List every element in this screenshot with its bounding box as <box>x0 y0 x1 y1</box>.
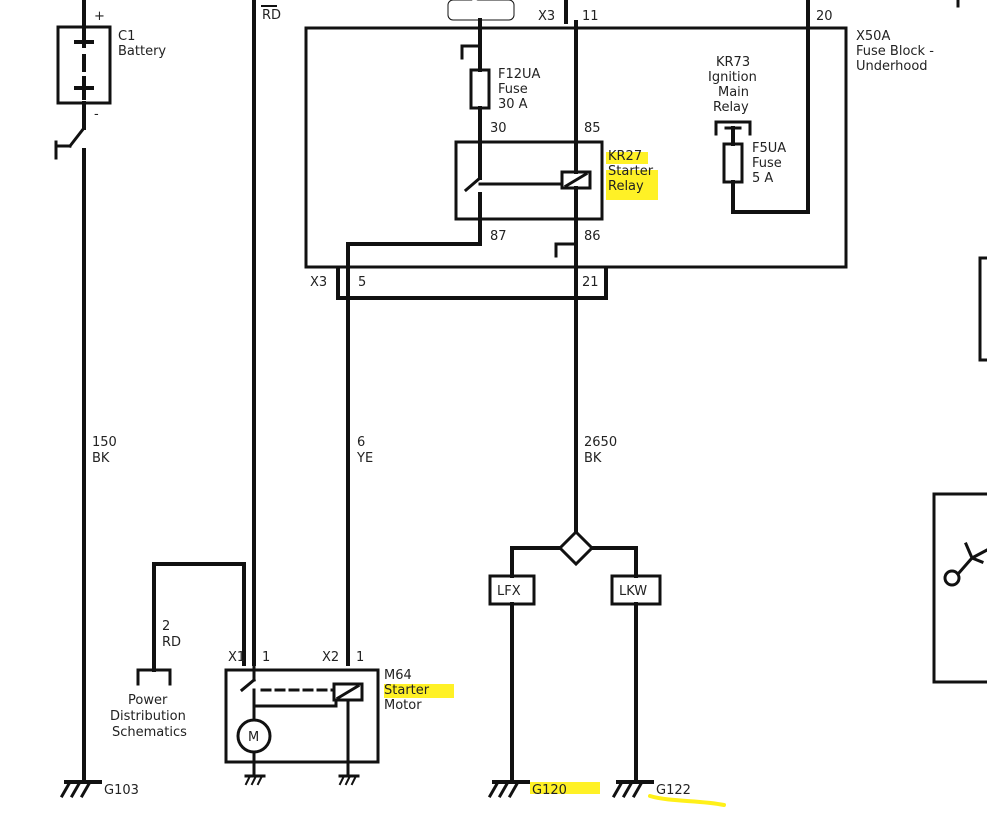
wire-2-rd <box>152 562 246 672</box>
fuse-f5-rating: 5 A <box>752 171 773 186</box>
relay-pin-30: 30 <box>490 121 507 136</box>
fuse-f5ua <box>722 142 744 184</box>
relay-kr73-line1: Ignition <box>708 70 757 85</box>
wire-6-color: YE <box>356 451 373 466</box>
highlight-starter <box>384 684 454 698</box>
relay-kr73-terminal <box>714 120 752 136</box>
fuse-block-pin-5: 5 <box>358 275 366 290</box>
fuse-f12-type: Fuse <box>498 82 528 97</box>
motor-label: M <box>248 730 259 745</box>
fuse-f5-type: Fuse <box>752 156 782 171</box>
fuse-block-name-2: Underhood <box>856 59 928 74</box>
starter-pin-x2: 1 <box>356 650 364 665</box>
starter-name-2: Motor <box>384 698 422 713</box>
relay-kr73-line3: Relay <box>713 100 749 115</box>
wire-2-color: RD <box>162 635 181 650</box>
fuse-f5-ref: F5UA <box>752 141 786 156</box>
fuse-block-pin-11: 11 <box>582 9 599 24</box>
battery-plus: + <box>94 9 105 24</box>
highlight-starter-relay <box>606 170 658 200</box>
splice-diamond <box>557 529 595 567</box>
fuse-block-pin-21: 21 <box>582 275 599 290</box>
power-dist-2: Distribution <box>110 709 186 724</box>
fuse-block-connector-bottom: X3 <box>310 275 327 290</box>
ground-symbol-starter-1 <box>244 774 266 786</box>
relay-kr27-name-2: Relay <box>608 179 644 194</box>
starter-pin-x1: 1 <box>262 650 270 665</box>
fuse-block-connector-top: X3 <box>538 9 555 24</box>
fuse-block-pin-20: 20 <box>816 9 833 24</box>
relay-pin-85: 85 <box>584 121 601 136</box>
wire-150-color: BK <box>92 451 110 466</box>
power-dist-1: Power <box>128 693 168 708</box>
ground-symbol-g103 <box>59 779 102 799</box>
relay-kr27-ref: KR27 <box>608 149 642 164</box>
relay-kr27 <box>454 140 604 221</box>
ground-g122: G122 <box>656 783 691 798</box>
ground-g103: G103 <box>104 783 139 798</box>
fuse-f12-ref: F12UA <box>498 67 541 82</box>
starter-name-1: Starter <box>384 683 430 698</box>
battery-name: Battery <box>118 44 166 59</box>
battery-c1 <box>54 0 112 784</box>
ground-symbol-starter-2 <box>338 774 360 786</box>
ground-symbol-g120 <box>487 779 530 799</box>
bplus-label: B+ <box>471 0 491 14</box>
wire-150-circuit: 150 <box>92 435 117 450</box>
ground-symbol-g122 <box>611 779 654 799</box>
cropped-component-top <box>978 256 987 362</box>
highlight-g120 <box>530 782 600 794</box>
battery-minus: - <box>94 107 99 122</box>
starter-ref: M64 <box>384 668 412 683</box>
relay-pin-86: 86 <box>584 229 601 244</box>
wire-2-circuit: 2 <box>162 619 170 634</box>
cropped-switch-contact <box>943 569 961 587</box>
ground-g120: G120 <box>532 783 567 798</box>
relay-pin-87: 87 <box>490 229 507 244</box>
relay-switch-contact <box>463 175 483 193</box>
battery-ref: C1 <box>118 29 135 44</box>
fuse-f12ua <box>469 68 491 110</box>
option-lfx: LFX <box>497 584 521 599</box>
fuse-block-name-1: Fuse Block - <box>856 44 934 59</box>
starter-conn-x2: X2 <box>322 650 339 665</box>
power-dist-3: Schematics <box>112 725 187 740</box>
highlight-kr27 <box>606 152 648 164</box>
cropped-component-bottom <box>932 492 987 684</box>
relay-kr73-ref: KR73 <box>716 55 750 70</box>
top-wire-color: RD <box>262 8 281 23</box>
wire-2650-circuit: 2650 <box>584 435 617 450</box>
fuse-block-ref: X50A <box>856 29 890 44</box>
relay-kr27-name-1: Starter <box>608 164 654 179</box>
starter-conn-x1: X1 <box>228 650 245 665</box>
wire-2650-color: BK <box>584 451 602 466</box>
option-lkw: LKW <box>619 584 647 599</box>
fuse-f12-rating: 30 A <box>498 97 528 112</box>
relay-kr73-line2: Main <box>718 85 749 100</box>
starter-motor-m64 <box>224 668 380 764</box>
highlight-g122 <box>648 794 726 807</box>
wire-6-circuit: 6 <box>357 435 365 450</box>
